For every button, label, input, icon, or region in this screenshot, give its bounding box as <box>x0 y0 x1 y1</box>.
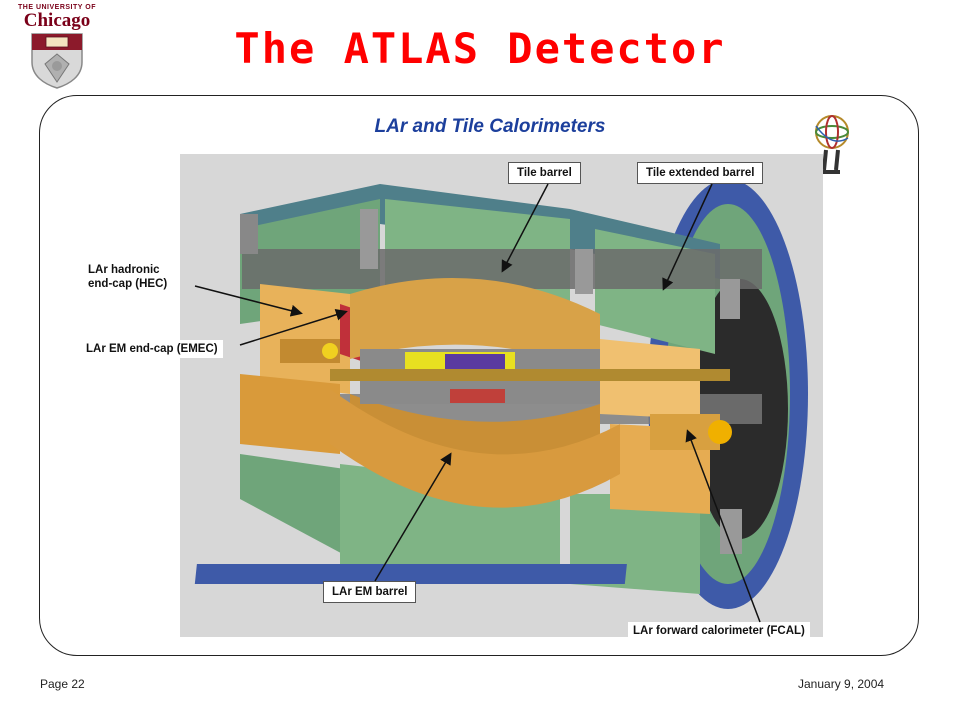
arrow-hec <box>194 285 303 317</box>
logo-top-text: THE UNIVERSITY OF <box>18 4 96 11</box>
label-em-barrel: LAr EM barrel <box>323 581 417 603</box>
arrow-em-barrel <box>374 452 452 582</box>
calorimeter-illustration <box>180 154 823 637</box>
date: January 9, 2004 <box>798 677 885 691</box>
shield-icon <box>31 33 83 89</box>
logo-wordmark: Chicago <box>23 10 91 31</box>
arrow-tile-barrel <box>501 183 549 273</box>
page-title: The ATLAS Detector <box>234 24 726 73</box>
label-tile-extended-barrel: Tile extended barrel <box>637 162 764 184</box>
atlas-logo-icon <box>815 115 849 174</box>
arrow-fcal <box>685 429 761 623</box>
detector-drawing <box>194 179 808 609</box>
figure-heading: LAr and Tile Calorimeters <box>374 116 606 137</box>
arrow-tile-extended <box>662 183 713 291</box>
label-hec: LAr hadronic end-cap (HEC) <box>83 261 173 293</box>
page-number: Page 22 <box>40 677 85 691</box>
label-hec-line1: LAr hadronic <box>88 264 160 276</box>
label-emec: LAr EM end-cap (EMEC) <box>81 340 223 358</box>
arrow-emec <box>239 308 348 346</box>
university-logo: THE UNIVERSITY OF Chicago <box>14 4 100 90</box>
label-tile-barrel: Tile barrel <box>508 162 581 184</box>
content-frame <box>39 95 919 656</box>
label-hec-line2: end-cap (HEC) <box>88 278 168 290</box>
label-fcal: LAr forward calorimeter (FCAL) <box>628 622 810 640</box>
